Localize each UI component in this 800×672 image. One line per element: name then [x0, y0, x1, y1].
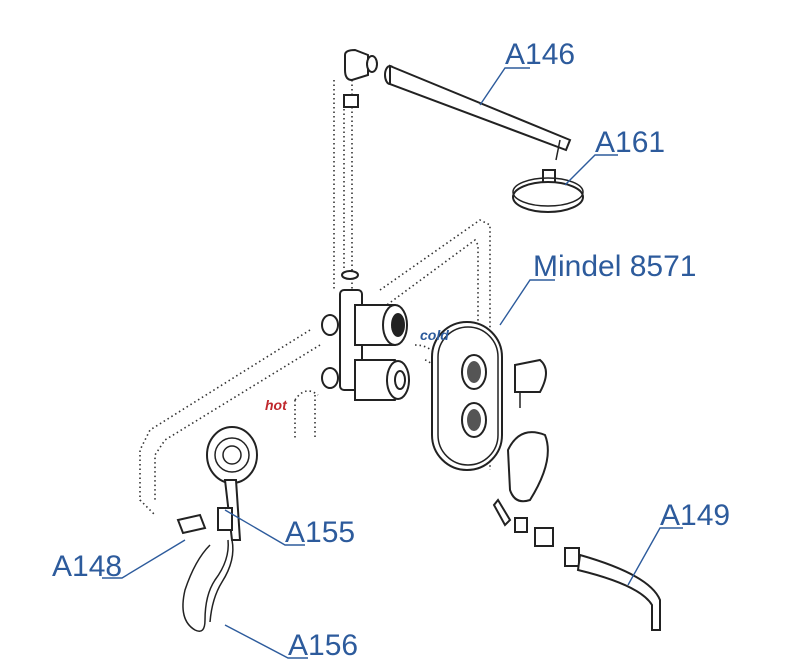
label-mindel-8571: Mindel 8571 [533, 250, 696, 283]
label-a148: A148 [52, 550, 122, 583]
head-shower [512, 169, 584, 213]
label-a149: A149 [660, 499, 730, 532]
label-hot: hot [265, 397, 288, 413]
label-a146: A146 [505, 38, 575, 71]
label-cold: cold [420, 327, 449, 343]
hand-shower [176, 426, 258, 632]
bath-spout [492, 498, 661, 631]
label-a156: A156 [288, 629, 358, 662]
shower-arm [341, 48, 572, 280]
label-a161: A161 [595, 126, 665, 159]
mixer-faceplate [431, 321, 549, 503]
concealed-valve-body [321, 289, 410, 401]
label-a155: A155 [285, 516, 355, 549]
leader-lines [102, 67, 683, 659]
